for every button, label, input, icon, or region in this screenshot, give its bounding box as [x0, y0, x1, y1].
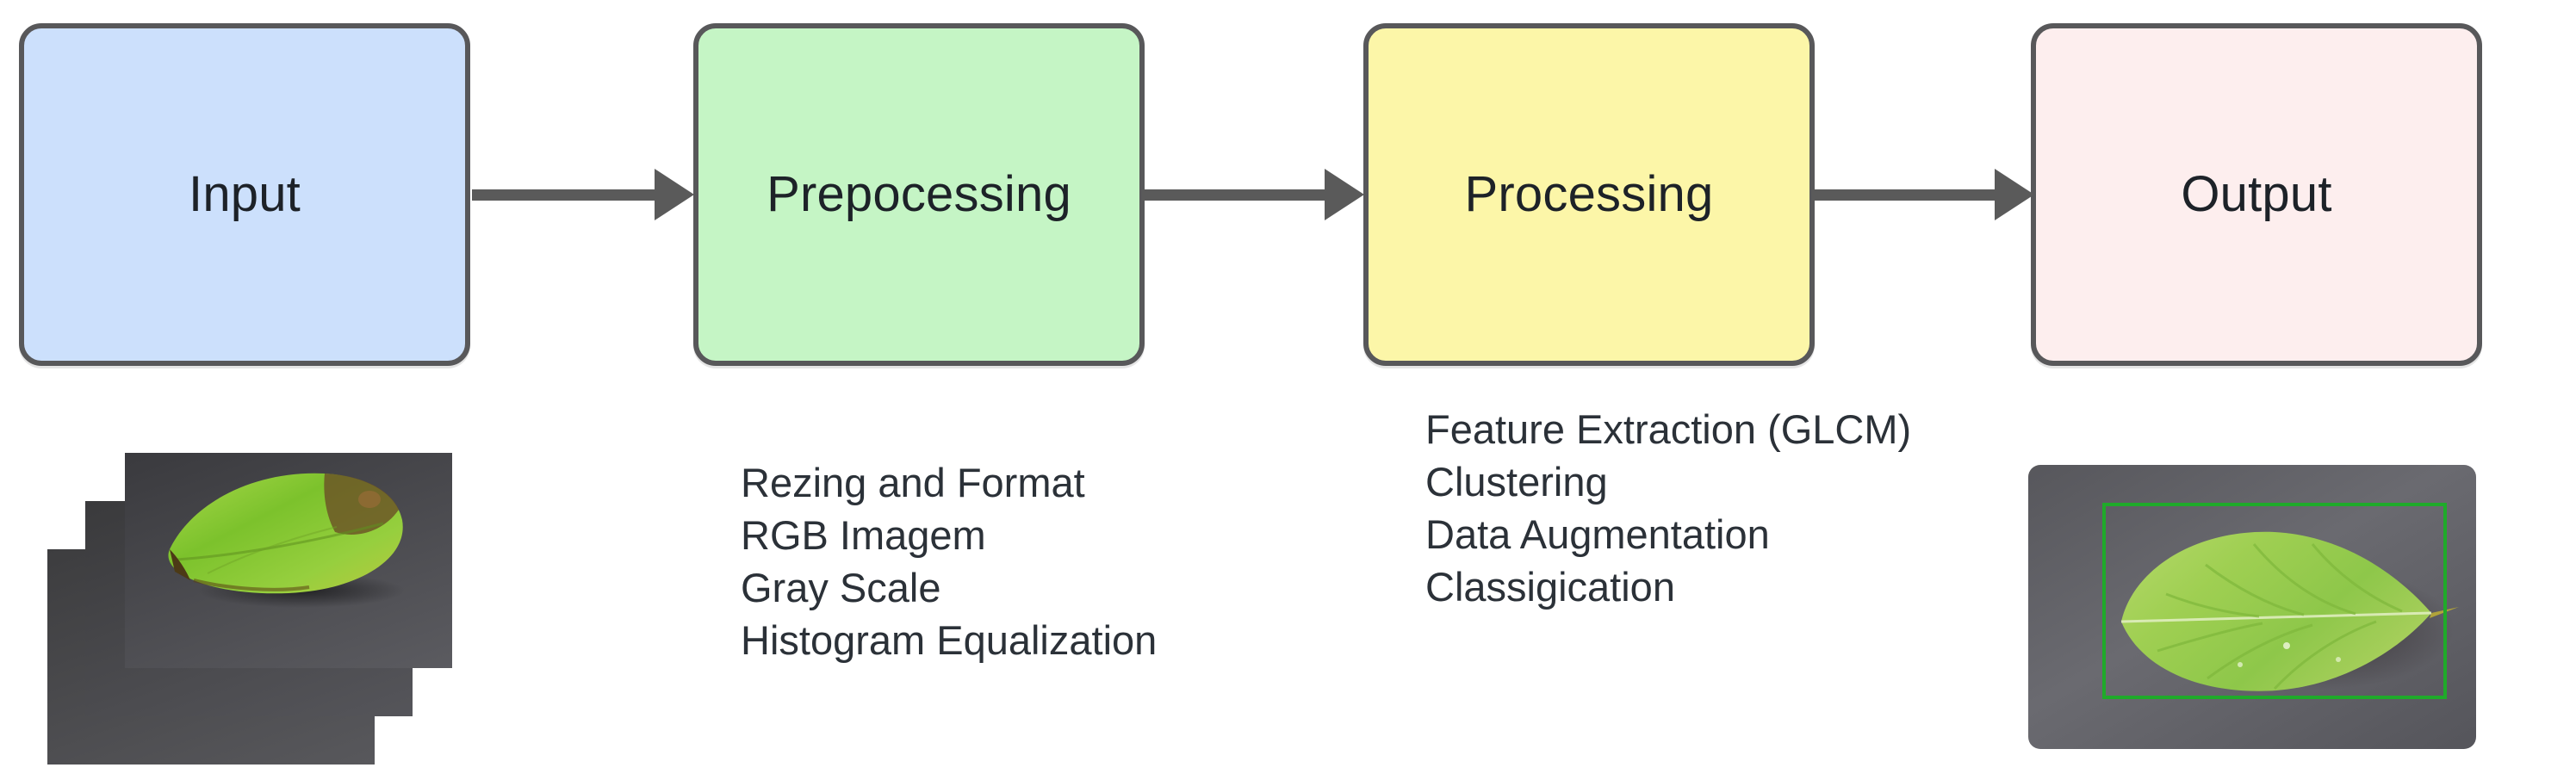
list-item: Rezing and Format: [741, 460, 1085, 505]
preprocessing-step-list: Rezing and Format RGB Imagem Gray Scale …: [741, 456, 1157, 666]
list-item: Classigication: [1425, 564, 1675, 610]
arrow-right-icon-processing-to-output: [1812, 169, 2034, 220]
leaf-photo-stack: [47, 448, 452, 766]
arrow-head: [1325, 169, 1364, 220]
processing-step-list: Feature Extraction (GLCM) Clustering Dat…: [1425, 403, 1911, 613]
stage-box-input[interactable]: Input: [19, 23, 470, 366]
stage-label-processing: Processing: [1464, 166, 1714, 222]
stage-box-preprocessing[interactable]: Prepocessing: [693, 23, 1145, 366]
leaf-icon: [168, 473, 405, 608]
arrow-shaft: [1142, 189, 1326, 201]
list-item: Histogram Equalization: [741, 617, 1158, 664]
list-item: Clustering: [1425, 459, 1608, 505]
leaf-detection-result: [2028, 465, 2476, 749]
stage-label-input: Input: [189, 166, 301, 222]
arrow-head: [655, 169, 694, 220]
list-item: Feature Extraction (GLCM): [1425, 406, 1912, 452]
arrow-shaft: [1812, 189, 1996, 201]
stage-box-output[interactable]: Output: [2031, 23, 2482, 366]
list-item: Data Augmentation: [1425, 511, 1770, 558]
stage-label-preprocessing: Prepocessing: [767, 166, 1071, 222]
list-item: RGB Imagem: [741, 512, 986, 559]
arrow-head: [1995, 169, 2034, 220]
leaf-photo-front: [125, 453, 452, 668]
detection-bounding-box: [2102, 503, 2447, 699]
list-item: Gray Scale: [741, 565, 941, 611]
leaf-icon-detected: [2120, 531, 2459, 691]
arrow-right-icon-preprocessing-to-processing: [1142, 169, 1364, 220]
stage-label-output: Output: [2181, 166, 2332, 222]
arrow-right-icon-input-to-preprocessing: [472, 169, 694, 220]
arrow-shaft: [472, 189, 656, 201]
stage-box-processing[interactable]: Processing: [1363, 23, 1815, 366]
